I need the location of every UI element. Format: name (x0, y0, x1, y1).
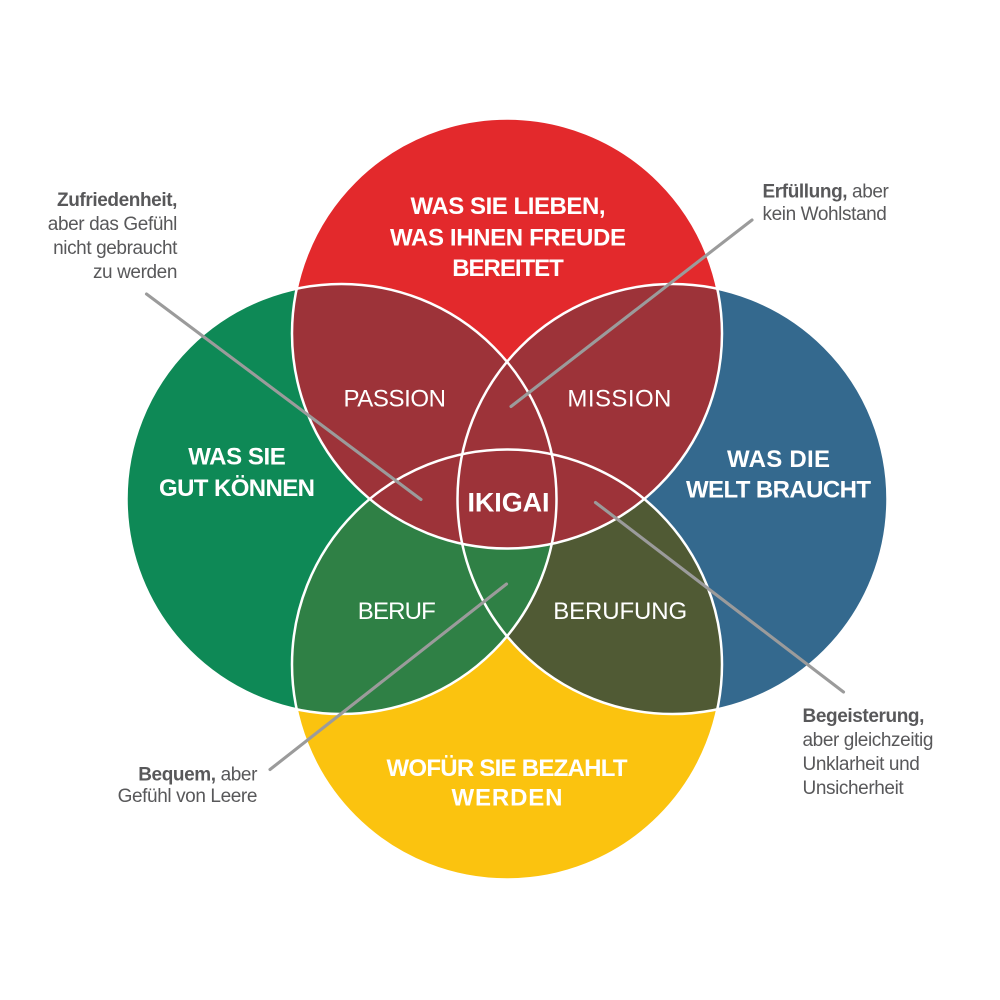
svg-text:Gefühl von Leere: Gefühl von Leere (118, 786, 257, 807)
svg-text:PASSION: PASSION (343, 386, 446, 413)
svg-text:WAS SIE: WAS SIE (188, 444, 286, 471)
svg-text:BERUFUNG: BERUFUNG (553, 598, 687, 625)
svg-text:nicht gebraucht: nicht gebraucht (53, 238, 178, 259)
svg-text:Unsicherheit: Unsicherheit (803, 778, 905, 799)
svg-text:Begeisterung,: Begeisterung, (803, 706, 925, 727)
svg-text:WELT BRAUCHT: WELT BRAUCHT (686, 477, 871, 504)
svg-text:WAS SIE LIEBEN,: WAS SIE LIEBEN, (411, 193, 606, 220)
svg-text:BEREITET: BEREITET (452, 255, 564, 282)
svg-text:BERUF: BERUF (358, 598, 436, 625)
svg-text:Bequem, aber: Bequem, aber (138, 765, 258, 786)
svg-text:GUT KÖNNEN: GUT KÖNNEN (159, 475, 315, 502)
svg-text:WERDEN: WERDEN (452, 785, 563, 812)
svg-text:WAS IHNEN FREUDE: WAS IHNEN FREUDE (390, 225, 626, 252)
svg-text:kein Wohlstand: kein Wohlstand (763, 204, 887, 225)
svg-text:WOFÜR SIE BEZAHLT: WOFÜR SIE BEZAHLT (387, 755, 628, 782)
svg-text:Zufriedenheit,: Zufriedenheit, (57, 190, 177, 211)
svg-text:WAS DIE: WAS DIE (727, 446, 830, 473)
svg-text:MISSION: MISSION (567, 386, 671, 413)
svg-text:Erfüllung, aber: Erfüllung, aber (763, 182, 890, 203)
svg-text:Unklarheit und: Unklarheit und (803, 754, 920, 775)
svg-text:zu werden: zu werden (93, 262, 177, 283)
svg-text:aber das Gefühl: aber das Gefühl (48, 214, 177, 235)
svg-text:IKIGAI: IKIGAI (468, 487, 550, 517)
svg-text:aber gleichzeitig: aber gleichzeitig (803, 730, 934, 751)
